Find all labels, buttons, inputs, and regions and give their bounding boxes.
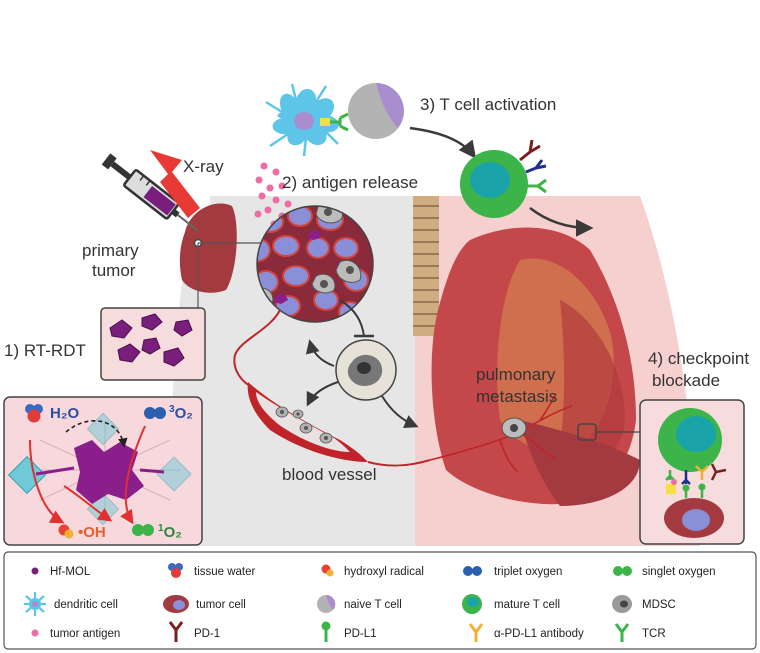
dendritic-cell-icon <box>24 592 46 616</box>
dendritic-cell-group <box>265 83 404 157</box>
water-molecule-icon <box>168 563 183 578</box>
xray-bolt-icon <box>150 150 200 218</box>
lung-lower-lobe <box>520 420 640 506</box>
mdsc-cell-icon <box>612 595 632 613</box>
t-cell-outflow-arrow <box>529 207 594 237</box>
legend-label-tumor-cell: tumor cell <box>196 599 246 611</box>
primary-tumor <box>179 203 262 308</box>
legend: Hf-MOL tissue water hydroxyl radical tri… <box>3 551 757 650</box>
primary-tumor-label-line2: tumor <box>92 261 136 280</box>
mdsc-inhibition-line <box>339 299 365 337</box>
hydroxyl-molecule-icon <box>321 564 334 577</box>
blood-vessel-label: blood vessel <box>282 465 377 484</box>
trachea <box>413 196 439 336</box>
legend-label-mature-t-cell: mature T cell <box>494 599 560 611</box>
legend-label-dendritic-cell: dendritic cell <box>54 599 118 611</box>
tcr-receptor-icon <box>614 623 630 642</box>
legend-label-singlet-oxygen: singlet oxygen <box>642 566 716 578</box>
legend-label-triplet-oxygen: triplet oxygen <box>494 566 562 578</box>
hf-mol-dot-icon <box>31 567 39 575</box>
step4-label-line1: 4) checkpoint <box>648 349 749 368</box>
mature-t-cell-top <box>460 139 547 218</box>
legend-label-hf-mol: Hf-MOL <box>50 566 91 578</box>
singlet-oxygen-molecule-icon <box>613 566 632 576</box>
step3-label: 3) T cell activation <box>420 95 556 114</box>
zoom-vessel-connector <box>233 309 281 387</box>
legend-label-antibody: α-PD-L1 antibody <box>494 628 584 640</box>
mechanism-box <box>3 396 203 546</box>
syringe <box>101 153 199 232</box>
legend-label-tissue-water: tissue water <box>194 566 256 578</box>
legend-label-mdsc: MDSC <box>642 599 676 611</box>
primary-tumor-label-line1: primary <box>82 241 139 260</box>
step4-label-line2: blockade <box>652 371 720 390</box>
pulmonary-label-line1: pulmonary <box>476 365 556 384</box>
tumor-antigen-dot-icon <box>31 629 39 637</box>
mature-t-cell-icon <box>462 594 482 614</box>
water-label: H₂O <box>50 405 79 422</box>
legend-label-tumor-antigen: tumor antigen <box>50 628 120 640</box>
activation-arrow <box>409 126 477 159</box>
singlet-oxygen-label: 1O₂ <box>158 523 182 541</box>
legend-label-tcr: TCR <box>642 628 666 640</box>
legend-label-pd1: PD-1 <box>194 628 220 640</box>
triplet-oxygen-molecule-icon <box>463 566 482 576</box>
triplet-oxygen-label: 3O₂ <box>169 404 193 422</box>
pulmonary-label-line2: metastasis <box>476 387 557 406</box>
legend-label-hydroxyl-radical: hydroxyl radical <box>344 566 424 578</box>
metastasis-cell <box>501 417 527 439</box>
pdl1-ligand-icon <box>321 621 331 642</box>
xray-label: X-ray <box>183 157 224 176</box>
naive-t-cell-icon <box>317 594 336 613</box>
rt-rdt-box <box>100 307 206 381</box>
step2-label: 2) antigen release <box>282 173 418 192</box>
lung <box>431 227 636 505</box>
tumor-zoom-circle <box>256 205 374 323</box>
mdsc-arrow-down-left <box>306 381 339 407</box>
mdsc-cell-center <box>335 339 397 401</box>
antibody-icon <box>468 623 484 642</box>
pd1-receptor-icon <box>168 621 184 642</box>
blood-vessel <box>247 382 431 467</box>
checkpoint-blockade-box <box>639 399 745 545</box>
step1-label: 1) RT-RDT <box>4 341 86 360</box>
legend-frame <box>3 551 757 650</box>
mdsc-arrow-down-right <box>381 395 419 429</box>
mdsc-arrow-up <box>305 339 335 367</box>
legend-label-naive-t-cell: naive T cell <box>344 599 402 611</box>
legend-label-pdl1: PD-L1 <box>344 628 377 640</box>
tumor-cell-icon <box>163 595 189 613</box>
hydroxyl-label: •OH <box>78 524 106 541</box>
